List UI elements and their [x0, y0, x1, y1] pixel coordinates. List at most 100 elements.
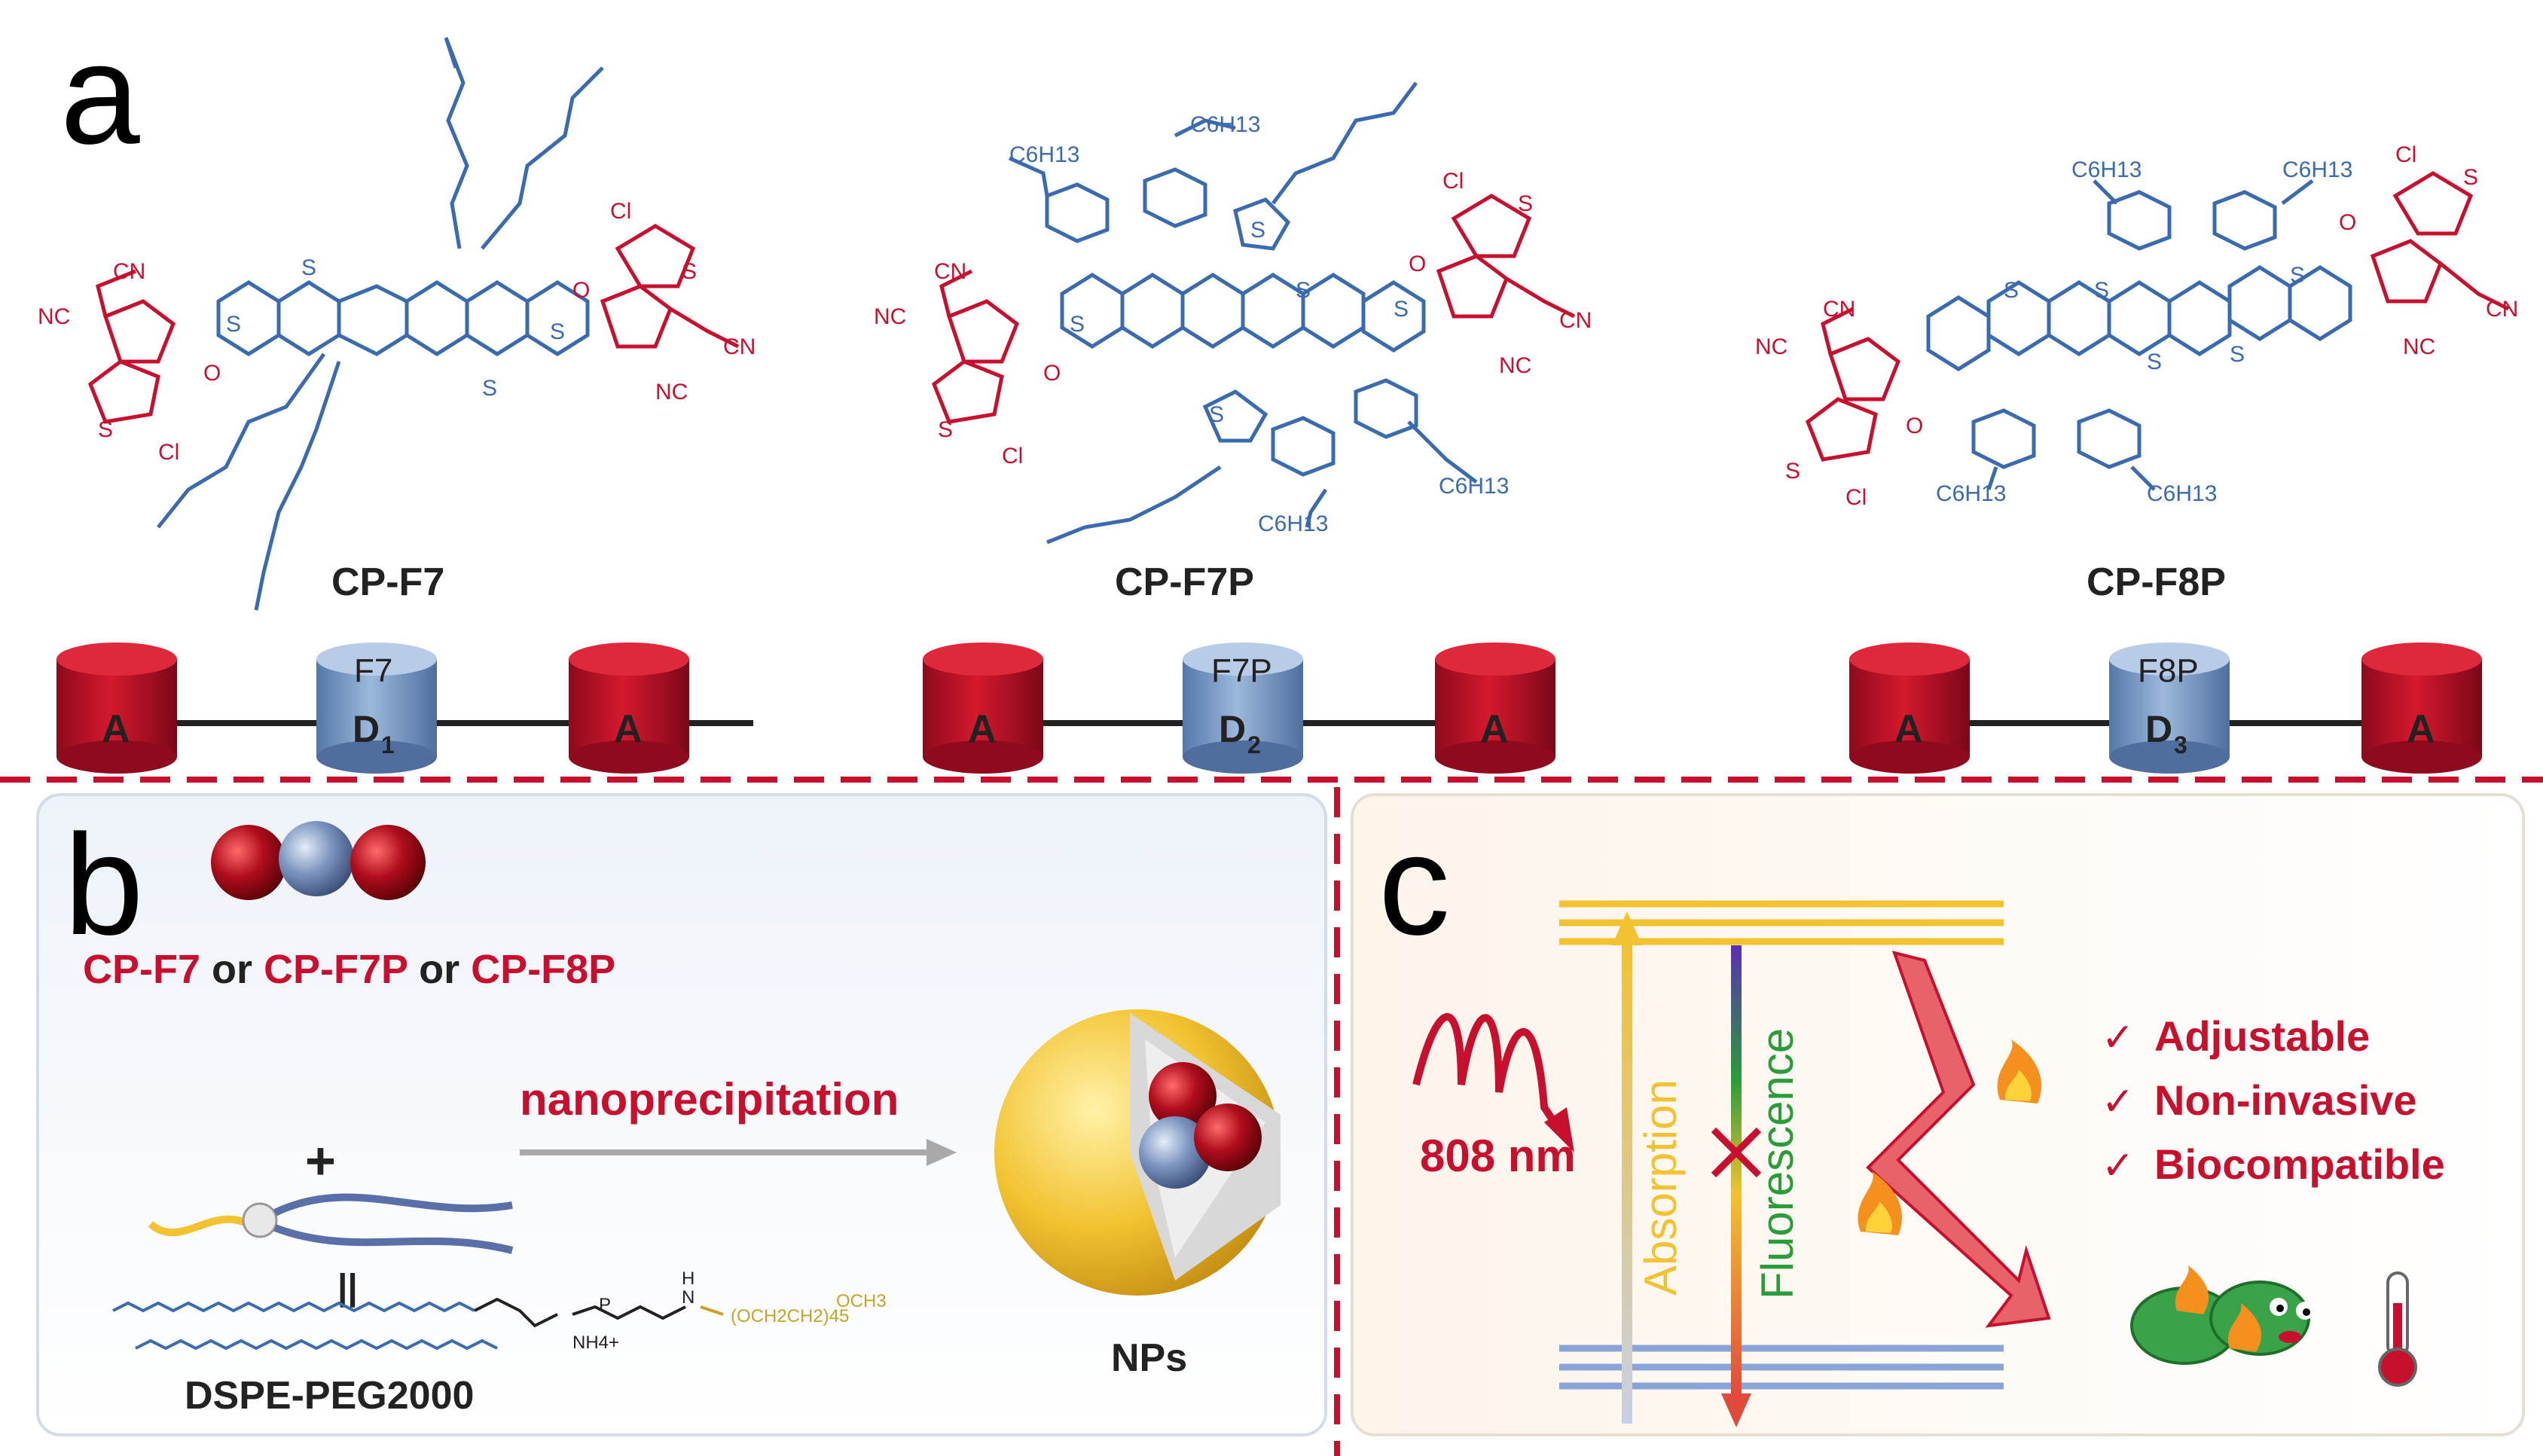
hexyl-chain [1305, 488, 1328, 528]
acceptor-cylinder: A [569, 643, 689, 774]
o-label: O [203, 361, 221, 386]
hexyl-chain [1986, 466, 1998, 490]
acceptor-ring [1805, 397, 1878, 462]
peg-label: (OCH2CH2)45 [731, 1306, 849, 1326]
acceptor-ring [600, 284, 673, 349]
hexyl-label: C6H13 [2147, 481, 2217, 506]
or-text: or [408, 947, 471, 992]
process-label: nanoprecipitation [520, 1074, 899, 1125]
core-ring [1120, 273, 1185, 349]
phenyl-ring [1143, 167, 1207, 228]
panel-b-letter: b [64, 805, 144, 965]
cn-label: CN [934, 259, 966, 284]
cn-label: CN [1823, 297, 1855, 322]
feature-list: ✓ Adjustable ✓ Non-invasive ✓ Biocompati… [2102, 1012, 2445, 1188]
core-ring [1926, 295, 1991, 371]
s-label: S [550, 319, 565, 344]
s-label: S [2147, 350, 2162, 374]
cn-label: CN [723, 334, 756, 359]
thiophene-ring [1202, 389, 1268, 443]
core-label: F7P [1211, 652, 1272, 689]
acceptor-label: A [102, 707, 130, 751]
acceptor-bond [1505, 276, 1576, 319]
ada-scheme-3: A F8P D 3 A [1849, 643, 2482, 774]
acceptor-cylinder: A [1435, 643, 1555, 774]
acceptor-ring [1827, 337, 1901, 401]
s-label: S [938, 417, 953, 442]
s-label: S [98, 417, 113, 442]
core-ring [2288, 265, 2352, 341]
nc-label: NC [1755, 334, 1787, 359]
fluorescence-arrow [1721, 945, 1751, 1427]
s-label: S [2094, 278, 2109, 303]
o-label: O [1043, 361, 1061, 386]
core-ring [465, 280, 530, 356]
s-label: S [1394, 297, 1409, 322]
hexyl-chain [1407, 420, 1478, 484]
ada-scheme-1: A F7 D 1 A [56, 643, 753, 774]
acceptor-ring [102, 299, 176, 364]
nitrogen-label: N [682, 1287, 695, 1308]
option-cp-f7: CP-F7 [83, 947, 200, 992]
donor-label: D [1219, 708, 1246, 750]
nc-label: NC [38, 304, 70, 329]
acceptor-ring [1451, 194, 1532, 258]
donor-cylinder: F8P D 3 [2109, 643, 2230, 774]
heat-zigzag-arrow [1866, 951, 2051, 1328]
s-label: S [1070, 312, 1085, 337]
acceptor-cylinder: A [1849, 643, 1970, 774]
core-ring [2167, 280, 2232, 356]
ada-scheme-2: A F7P D 2 A [923, 643, 1555, 774]
molecule-cp-f8p: C6H13 C6H13 C6H13 C6H13 S S S S S CN NC … [1755, 142, 2518, 604]
molecule-name-cp-f7: CP-F7 [331, 560, 444, 604]
alkyl-chain [1046, 465, 1222, 545]
hexyl-label: C6H13 [1009, 142, 1079, 167]
acceptor-label: A [968, 707, 997, 751]
feature-check: ✓ [2102, 1144, 2135, 1188]
acceptor-bond [939, 269, 973, 317]
core-ring [276, 280, 341, 356]
cn-label: CN [113, 259, 145, 284]
alkyl-chain [481, 66, 604, 250]
core-ring [2107, 280, 2172, 356]
s-label: S [226, 312, 241, 337]
s-label: S [1209, 402, 1224, 427]
wavelength-label: 808 nm [1420, 1131, 1576, 1181]
feature-biocompatible: Biocompatible [2154, 1140, 2445, 1188]
nc-label: NC [655, 380, 688, 404]
s-label: S [2463, 165, 2478, 190]
fluorescence-label: Fluorescence [1752, 1028, 1803, 1299]
molecule-cp-f7: CN NC O Cl S Cl S O CN NC S S S S CP-F7 [38, 37, 756, 611]
core-ring [337, 284, 409, 356]
acceptor-bond [2439, 262, 2510, 311]
acceptor-label: A [2407, 707, 2435, 751]
blocked-cross-icon [1711, 1127, 1762, 1178]
or-text: or [200, 947, 264, 992]
acceptor-ring [2392, 171, 2474, 236]
hexyl-label: C6H13 [1190, 112, 1260, 137]
core-ring [2227, 265, 2292, 341]
cn-label: CN [2486, 297, 2518, 322]
dspe-structure [112, 1297, 724, 1351]
s-label: S [1250, 218, 1265, 243]
acceptor-label: A [614, 707, 643, 751]
phenyl-ring [2107, 190, 2172, 251]
acceptor-bond [669, 307, 740, 349]
alkyl-chain [444, 37, 469, 249]
s-label: S [2230, 342, 2245, 367]
s-label: S [682, 259, 697, 284]
molecule-ball-model [211, 821, 426, 900]
s-label: S [1296, 278, 1311, 303]
core-ring [1180, 273, 1245, 349]
donor-subscript: 2 [1247, 731, 1261, 759]
flame-icon [1858, 1171, 1903, 1235]
hexyl-chain [1008, 156, 1049, 197]
thermometer-icon [2378, 1271, 2417, 1387]
option-cp-f8p: CP-F8P [471, 947, 615, 992]
cl-label: Cl [1002, 444, 1023, 469]
phenyl-ring [2212, 190, 2277, 251]
alkyl-chain [254, 361, 341, 611]
feature-check: ✓ [2102, 1016, 2135, 1060]
lipid-cartoon [148, 1193, 514, 1254]
